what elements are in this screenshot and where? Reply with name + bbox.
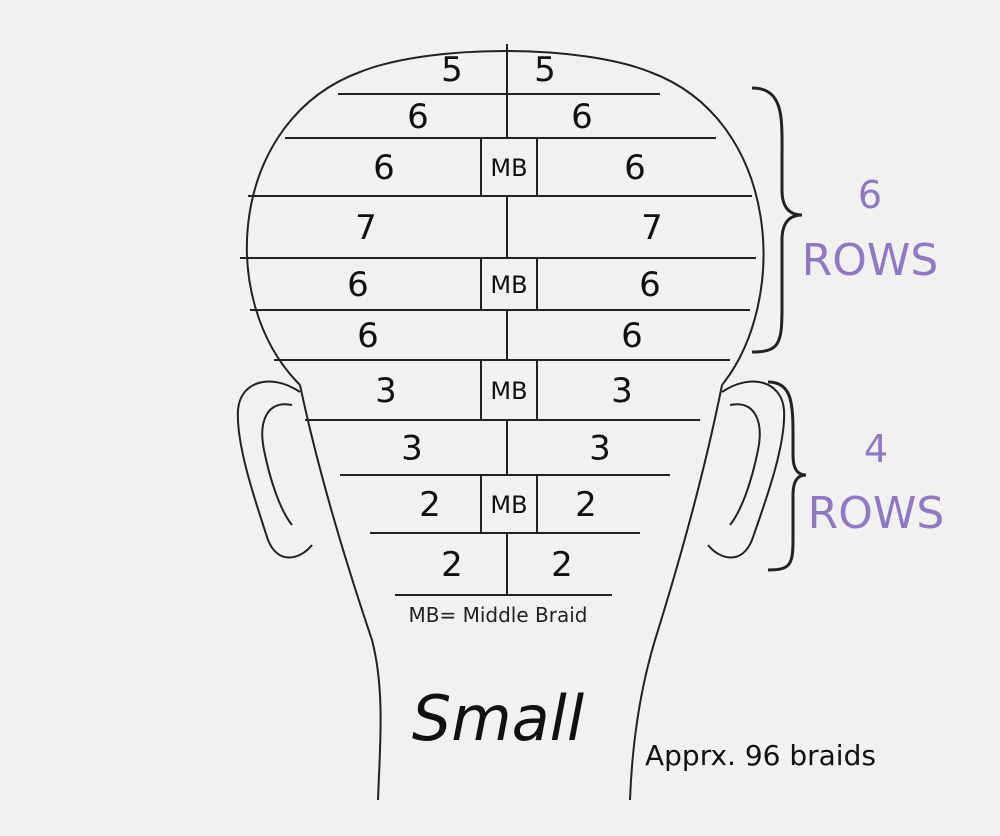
row-1-right-count: 5 — [534, 50, 556, 90]
row-5-right-count: 6 — [639, 265, 661, 305]
group-top-label: ROWS — [802, 235, 939, 286]
right-ear — [707, 380, 786, 559]
group-bottom-count: 4 — [864, 427, 888, 471]
left-ear-inner — [261, 403, 293, 526]
row-10-left-count: 2 — [441, 545, 463, 585]
row-4-right-count: 7 — [641, 208, 663, 248]
middle-braid-label-row-7: MB — [490, 377, 527, 405]
row-4-left-count: 7 — [355, 208, 377, 248]
row-2-left-count: 6 — [407, 97, 429, 137]
row-10-right-count: 2 — [551, 545, 573, 585]
row-3-left-count: 6 — [373, 148, 395, 188]
middle-braid-label-row-9: MB — [490, 491, 527, 519]
row-8-right-count: 3 — [589, 429, 611, 469]
row-5-left-count: 6 — [347, 265, 369, 305]
row-9-left-count: 2 — [419, 485, 441, 525]
row-2-right-count: 6 — [571, 97, 593, 137]
brace-top-rows — [751, 86, 803, 354]
caption-text: Apprx. 96 braids — [645, 739, 876, 772]
row-6-left-count: 6 — [357, 316, 379, 356]
middle-braid-label-row-5: MB — [490, 271, 527, 299]
row-9-right-count: 2 — [575, 485, 597, 525]
left-ear — [236, 380, 313, 559]
row-3-right-count: 6 — [624, 148, 646, 188]
group-bottom-label: ROWS — [808, 488, 945, 539]
diagram-title: Small — [412, 682, 584, 755]
row-1-left-count: 5 — [441, 50, 463, 90]
row-6-right-count: 6 — [621, 316, 643, 356]
head-outline — [245, 50, 765, 386]
legend-text: MB= Middle Braid — [409, 603, 588, 627]
right-ear-inner — [729, 403, 761, 526]
row-7-right-count: 3 — [611, 371, 633, 411]
neck-left-outline — [299, 384, 382, 801]
middle-braid-label-row-3: MB — [490, 154, 527, 182]
group-top-count: 6 — [858, 173, 882, 217]
neck-right-outline — [629, 384, 723, 801]
row-8-left-count: 3 — [401, 429, 423, 469]
row-7-left-count: 3 — [375, 371, 397, 411]
brace-bottom-rows — [767, 380, 807, 572]
